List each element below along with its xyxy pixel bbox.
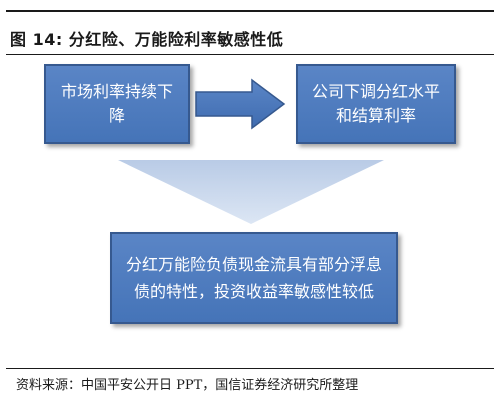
funnel-triangle: [118, 160, 384, 224]
box-company-lowers-rates-text: 公司下调分红水平和结算利率: [311, 82, 440, 125]
title-rule-bottom: [6, 54, 494, 55]
box-market-rate-falling: 市场利率持续下降: [44, 64, 190, 144]
box-market-rate-falling-text: 市场利率持续下降: [60, 82, 173, 125]
source-rule: [6, 368, 494, 369]
source-note: 资料来源：中国平安公开日 PPT，国信证券经济研究所整理: [16, 378, 359, 393]
right-arrow: [195, 78, 286, 130]
title-rule-top: [6, 10, 494, 12]
box-low-sensitivity-conclusion-text: 分红万能险负债现金流具有部分浮息债的特性，投资收益率敏感性较低: [125, 255, 382, 301]
box-company-lowers-rates: 公司下调分红水平和结算利率: [296, 64, 456, 144]
figure-title: 图 14: 分红险、万能险利率敏感性低: [10, 30, 284, 49]
box-low-sensitivity-conclusion: 分红万能险负债现金流具有部分浮息债的特性，投资收益率敏感性较低: [110, 232, 398, 324]
